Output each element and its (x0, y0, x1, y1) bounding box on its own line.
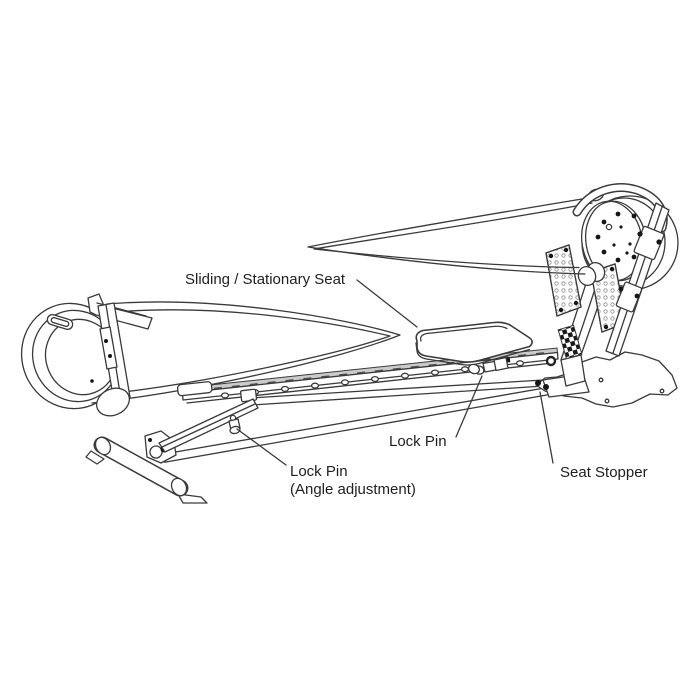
label-seat-stopper: Seat Stopper (560, 464, 648, 481)
seat-leader-line (356, 279, 418, 328)
stopper-knob (545, 355, 557, 367)
left-foot-pad (85, 450, 105, 465)
press-bar (605, 202, 670, 357)
label-lock-pin-angle: Lock Pin (Angle adjustment) (290, 463, 416, 498)
label-lock-pin-angle-line2: (Angle adjustment) (290, 480, 416, 498)
angle-lock-pin (228, 414, 241, 435)
seat-lock-pin-leader-line (455, 375, 483, 438)
right-tower (535, 195, 679, 408)
label-lock-pin-angle-line1: Lock Pin (290, 463, 348, 480)
resistance-band-upper (307, 195, 601, 275)
drum-slot (46, 314, 74, 330)
sliding-seat (415, 321, 533, 375)
right-foot-pad (177, 493, 208, 504)
folding-leg-assembly (85, 398, 259, 504)
left-upright-post (87, 293, 153, 417)
leader-lines (236, 279, 554, 466)
label-sliding-stationary-seat: Sliding / Stationary Seat (185, 271, 346, 288)
label-lock-pin-seat: Lock Pin (389, 433, 447, 450)
height-adjustment-strip (557, 324, 583, 360)
rail-end-cap (176, 381, 213, 397)
tower-top-details (545, 183, 670, 367)
seat-pad (415, 321, 533, 363)
angle-lock-pin-leader-line (236, 428, 287, 466)
seat-stopper-leader-line (539, 391, 554, 464)
seat-lock-pin (467, 356, 509, 375)
post-roller (95, 387, 131, 417)
